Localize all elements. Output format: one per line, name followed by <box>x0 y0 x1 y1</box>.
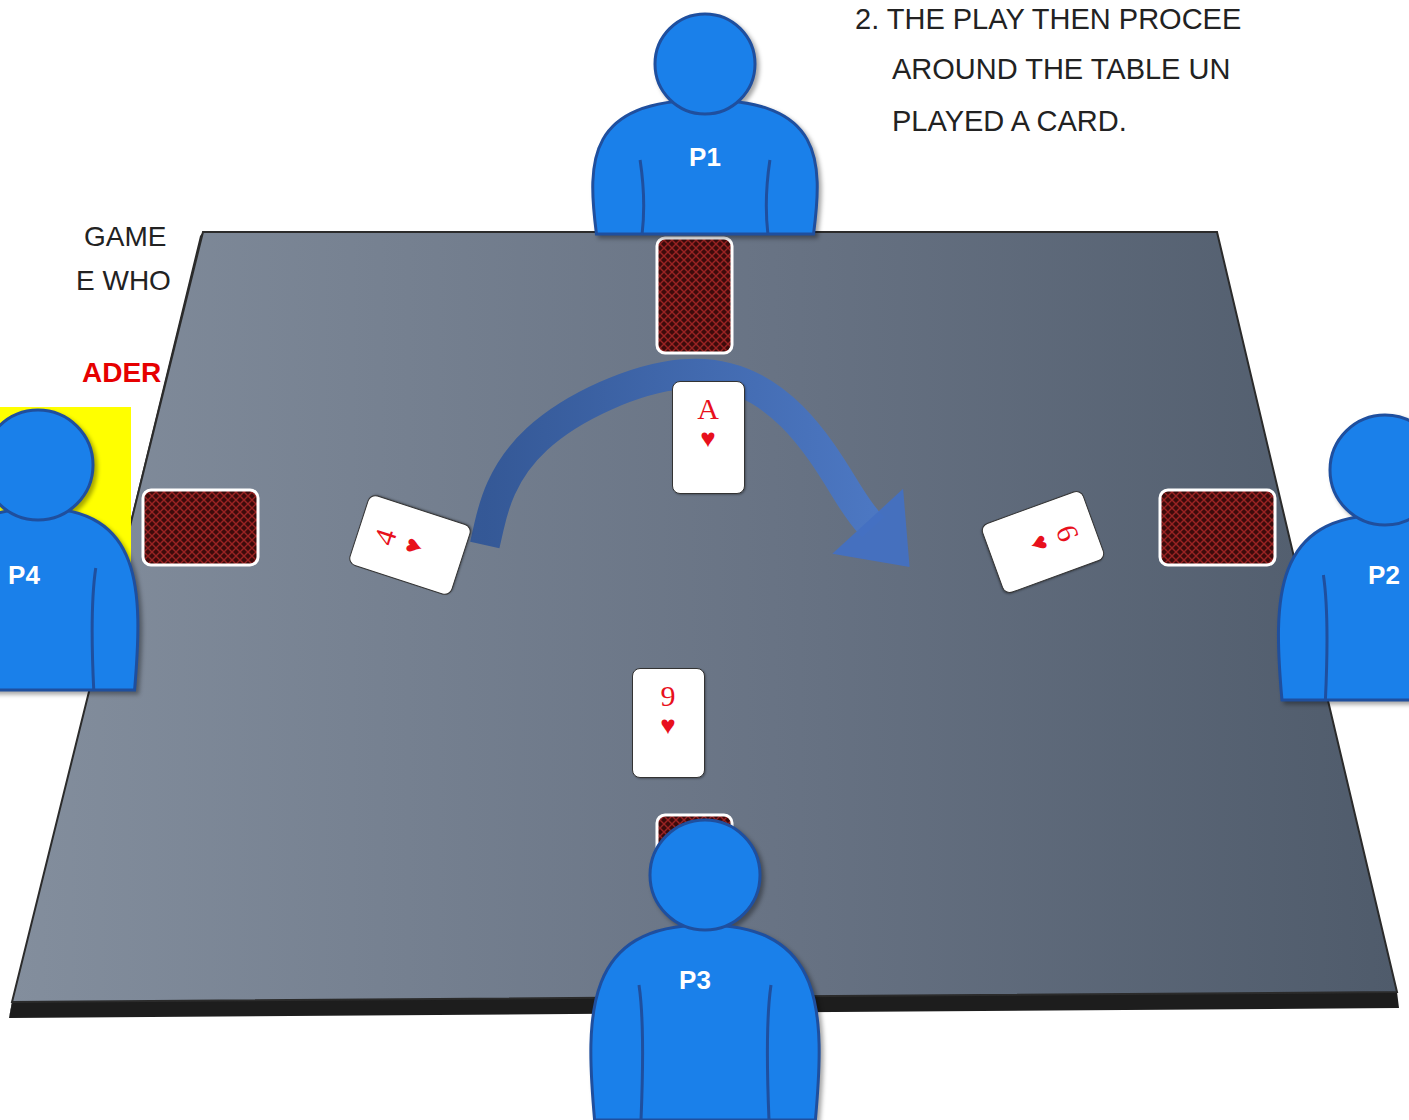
face-down-card <box>1160 490 1275 565</box>
card-rank: 9 <box>661 679 676 712</box>
instruction-text: E WHO <box>76 266 171 297</box>
person-body <box>591 925 819 1120</box>
person-icon <box>1280 410 1409 700</box>
arrow-band <box>485 374 873 545</box>
player-name: P2 <box>1368 560 1400 591</box>
card-suit: ♥ <box>1023 531 1055 555</box>
table-top <box>12 232 1397 1002</box>
arrow-head <box>832 489 909 567</box>
face-down-card <box>657 238 732 353</box>
playing-card: 4♥ <box>347 493 473 597</box>
person-icon <box>585 12 825 234</box>
instruction-text: AROUND THE TABLE UN <box>892 54 1230 86</box>
instruction-text: 2. THE PLAY THEN PROCEE <box>855 4 1241 36</box>
person-arm <box>1323 575 1409 700</box>
player-figure: P4 <box>0 410 131 690</box>
card-rank: 6 <box>1050 520 1086 545</box>
player-name: P1 <box>689 142 721 173</box>
person-body <box>1278 515 1409 700</box>
player-figure: P1 <box>585 12 825 234</box>
player-name: P3 <box>679 965 711 996</box>
playing-card: 9♥ <box>632 668 705 778</box>
person-head <box>655 14 755 114</box>
person-body <box>593 100 818 234</box>
instruction-text: PLAYED A CARD. <box>892 106 1127 138</box>
playing-card: 6♥ <box>980 489 1107 595</box>
person-head <box>0 410 93 520</box>
playing-card: A♥ <box>672 381 745 494</box>
turn-arrow <box>485 374 910 567</box>
player-name: P4 <box>8 560 40 591</box>
card-suit: ♥ <box>398 535 430 559</box>
card-suit: ♥ <box>700 425 715 454</box>
card-rank: A <box>697 392 719 425</box>
player-figure: P3 <box>585 820 825 1120</box>
person-body <box>0 508 138 690</box>
instruction-text: GAME <box>84 222 166 253</box>
player-figure: P2 <box>1280 410 1409 700</box>
person-head <box>650 820 760 930</box>
face-down-card <box>143 490 258 565</box>
person-arm <box>639 985 771 1120</box>
person-head <box>1330 415 1409 525</box>
role-label: ADER <box>82 358 161 389</box>
card-suit: ♥ <box>660 712 675 741</box>
person-icon <box>0 410 131 690</box>
card-rank: 4 <box>367 525 403 549</box>
